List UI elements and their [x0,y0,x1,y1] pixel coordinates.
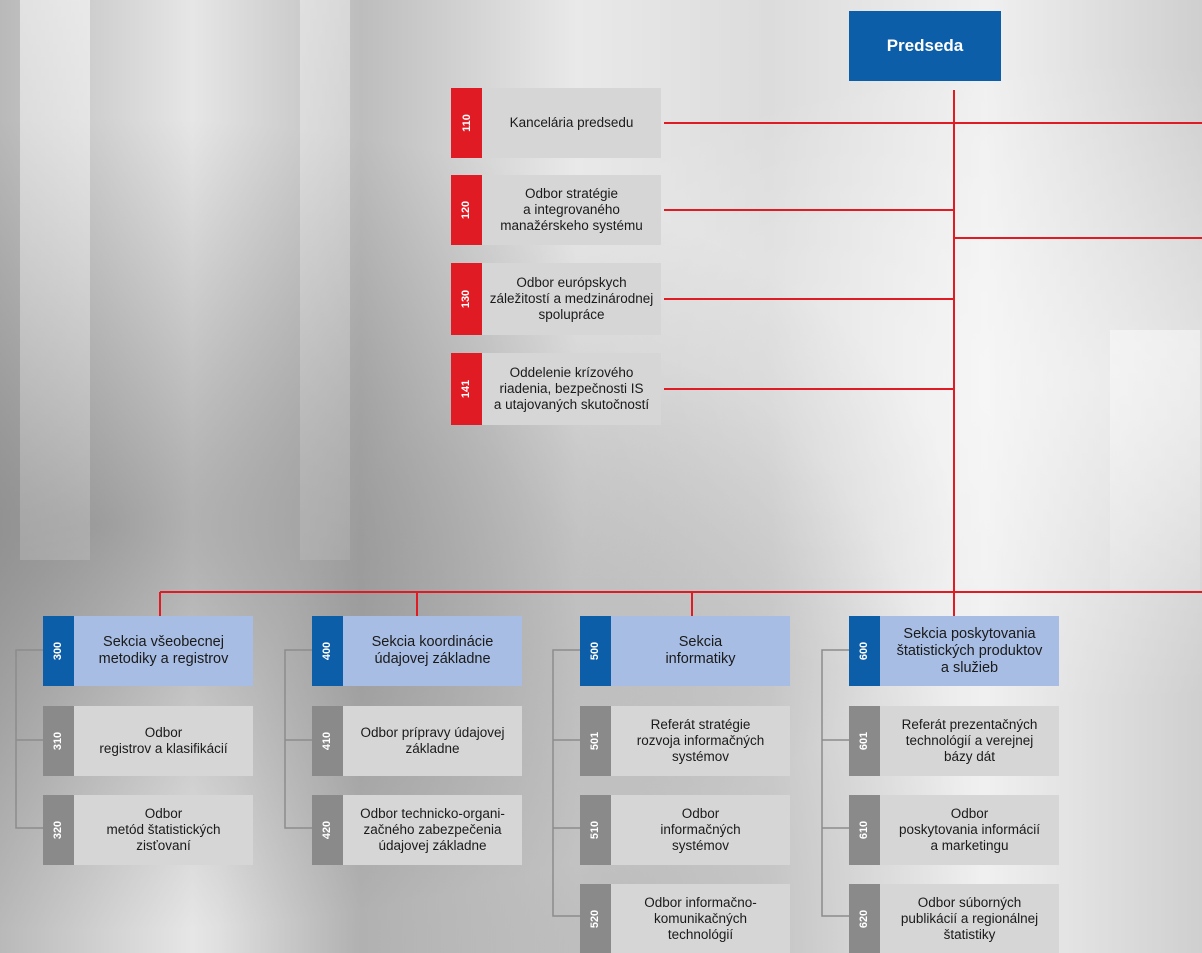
unit-code: 110 [451,88,482,158]
background-window [300,0,350,560]
unit-code: 601 [849,706,880,776]
unit-code: 510 [580,795,611,865]
unit-label: Sekcia koordinácie údajovej základne [343,616,522,686]
unit-code: 410 [312,706,343,776]
unit-code: 501 [580,706,611,776]
section-400: 400 Sekcia koordinácie údajovej základne [312,616,522,686]
unit-label: Odbor technicko-organi- začného zabezpeč… [343,795,522,865]
unit-510: 510 Odbor informačných systémov [580,795,790,865]
unit-label: Odbor súborných publikácií a regionálnej… [880,884,1059,953]
unit-310: 310 Odbor registrov a klasifikácií [43,706,253,776]
background-window [20,0,90,560]
unit-label: Odbor informačno- komunikačných technoló… [611,884,790,953]
unit-label: Kancelária predsedu [482,88,661,158]
unit-code: 300 [43,616,74,686]
unit-label: Referát stratégie rozvoja informačných s… [611,706,790,776]
unit-label: Odbor informačných systémov [611,795,790,865]
section-600: 600 Sekcia poskytovania štatistických pr… [849,616,1059,686]
staff-unit-110: 110 Kancelária predsedu [451,88,661,158]
unit-620: 620 Odbor súborných publikácií a regioná… [849,884,1059,953]
unit-code: 500 [580,616,611,686]
unit-label: Sekcia všeobecnej metodiky a registrov [74,616,253,686]
chairman-box: Predseda [849,11,1001,81]
unit-label: Odbor poskytovania informácií a marketin… [880,795,1059,865]
unit-601: 601 Referát prezentačných technológií a … [849,706,1059,776]
unit-label: Sekcia poskytovania štatistických produk… [880,616,1059,686]
unit-label: Odbor európskych záležitostí a medzináro… [482,263,661,335]
staff-unit-141: 141 Oddelenie krízového riadenia, bezpeč… [451,353,661,425]
staff-unit-130: 130 Odbor európskych záležitostí a medzi… [451,263,661,335]
unit-420: 420 Odbor technicko-organi- začného zabe… [312,795,522,865]
unit-label: Odbor metód štatistických zisťovaní [74,795,253,865]
unit-410: 410 Odbor prípravy údajovej základne [312,706,522,776]
unit-320: 320 Odbor metód štatistických zisťovaní [43,795,253,865]
unit-label: Oddelenie krízového riadenia, bezpečnost… [482,353,661,425]
unit-code: 130 [451,263,482,335]
section-500: 500 Sekcia informatiky [580,616,790,686]
unit-code: 310 [43,706,74,776]
staff-unit-120: 120 Odbor stratégie a integrovaného mana… [451,175,661,245]
unit-label: Odbor stratégie a integrovaného manažérs… [482,175,661,245]
unit-code: 120 [451,175,482,245]
unit-code: 141 [451,353,482,425]
unit-501: 501 Referát stratégie rozvoja informačný… [580,706,790,776]
unit-code: 320 [43,795,74,865]
unit-code: 620 [849,884,880,953]
unit-code: 600 [849,616,880,686]
unit-label: Referát prezentačných technológií a vere… [880,706,1059,776]
unit-code: 420 [312,795,343,865]
background-screen [1110,330,1200,590]
unit-label: Odbor prípravy údajovej základne [343,706,522,776]
unit-label: Odbor registrov a klasifikácií [74,706,253,776]
unit-610: 610 Odbor poskytovania informácií a mark… [849,795,1059,865]
unit-code: 400 [312,616,343,686]
unit-code: 520 [580,884,611,953]
unit-520: 520 Odbor informačno- komunikačných tech… [580,884,790,953]
section-300: 300 Sekcia všeobecnej metodiky a registr… [43,616,253,686]
unit-code: 610 [849,795,880,865]
unit-label: Sekcia informatiky [611,616,790,686]
